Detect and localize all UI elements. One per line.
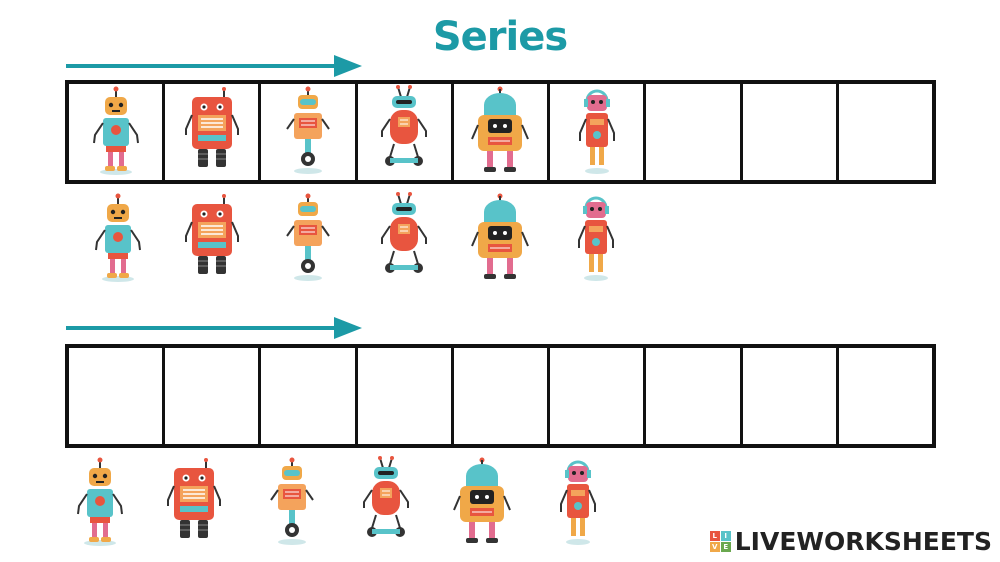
robot-d-icon[interactable] (374, 85, 434, 180)
series-1-options (0, 192, 1000, 292)
series-2-drop-cell[interactable] (165, 348, 262, 444)
robot-e-icon[interactable] (452, 456, 512, 551)
logo-mark-letter: E (720, 542, 731, 552)
robot-d-icon[interactable] (356, 456, 416, 551)
liveworksheets-logo: L I V E LIVEWORKSHEETS (709, 527, 992, 556)
robot-b-icon[interactable] (182, 85, 242, 180)
arrow-right-icon (66, 55, 362, 77)
logo-mark-icon: L I V E (709, 531, 731, 552)
robot-b-icon[interactable] (182, 192, 242, 287)
robot-b-icon[interactable] (164, 456, 224, 551)
series-2-drop-cell[interactable] (646, 348, 743, 444)
logo-mark-letter: L (709, 531, 720, 541)
series-2-drop-cell[interactable] (550, 348, 647, 444)
series-2-drop-cell[interactable] (839, 348, 932, 444)
series-1-drop-cell[interactable] (743, 84, 839, 180)
series-2-drop-cell[interactable] (743, 348, 839, 444)
robot-a-icon[interactable] (86, 85, 146, 180)
robot-f-icon[interactable] (567, 85, 627, 180)
robot-c-icon[interactable] (278, 85, 338, 180)
series-1-cell[interactable] (550, 84, 647, 180)
series-1-cell[interactable] (69, 84, 166, 180)
series-1-cell[interactable] (165, 84, 262, 180)
series-1-drop-cell[interactable] (646, 84, 743, 180)
series-2-strip (65, 344, 936, 448)
robot-f-icon[interactable] (566, 192, 626, 287)
robot-e-icon[interactable] (470, 192, 530, 287)
logo-mark-letter: I (720, 531, 731, 541)
robot-a-icon[interactable] (70, 456, 130, 551)
series-1-strip (65, 80, 936, 184)
arrow-right-icon (66, 317, 362, 339)
robot-c-icon[interactable] (262, 456, 322, 551)
series-1-drop-cell[interactable] (839, 84, 932, 180)
logo-text: LIVEWORKSHEETS (734, 527, 992, 556)
series-1-cell[interactable] (358, 84, 454, 180)
robot-f-icon[interactable] (548, 456, 608, 551)
robot-e-icon[interactable] (470, 85, 530, 180)
series-2-drop-cell[interactable] (358, 348, 454, 444)
series-2-drop-cell[interactable] (261, 348, 358, 444)
series-2-drop-cell[interactable] (69, 348, 166, 444)
robot-a-icon[interactable] (88, 192, 148, 287)
series-1-cell[interactable] (454, 84, 551, 180)
series-1-cell[interactable] (261, 84, 358, 180)
series-2-drop-cell[interactable] (454, 348, 551, 444)
logo-mark-letter: V (709, 542, 720, 552)
robot-c-icon[interactable] (278, 192, 338, 287)
page-title: Series (432, 14, 568, 60)
robot-d-icon[interactable] (374, 192, 434, 287)
